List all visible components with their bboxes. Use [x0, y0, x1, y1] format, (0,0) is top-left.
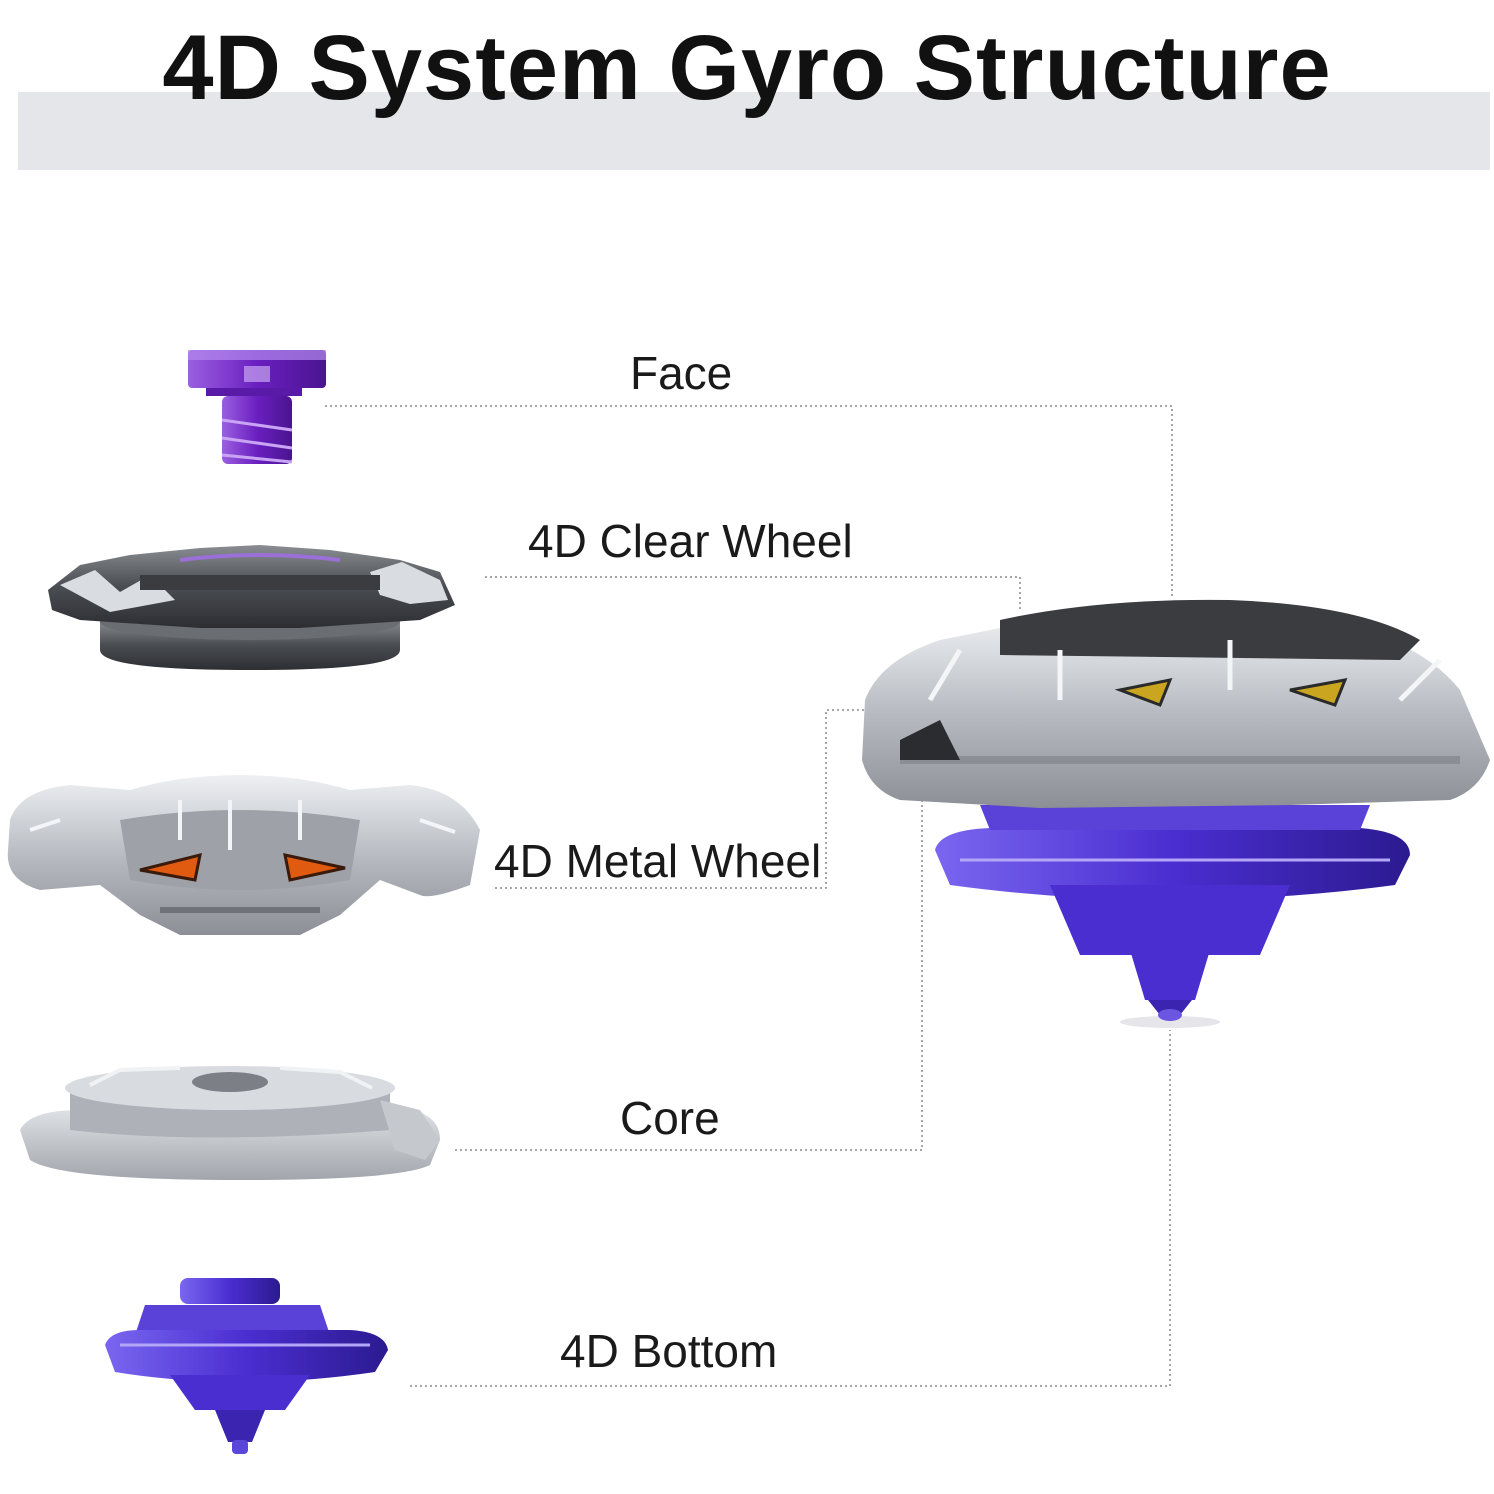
label-bottom: 4D Bottom — [560, 1325, 778, 1377]
leader-line-face — [325, 405, 1173, 598]
core-ring-icon — [20, 1066, 440, 1180]
page-title: 4D System Gyro Structure — [162, 17, 1332, 119]
label-face: Face — [630, 347, 733, 399]
metal-wheel-icon — [7, 775, 481, 935]
title-bar — [18, 92, 1490, 170]
label-metal-wheel: 4D Metal Wheel — [494, 835, 822, 887]
leader-line-clear-wheel — [485, 576, 1021, 612]
assembled-top-icon — [862, 599, 1490, 1028]
leader-lines — [325, 405, 1173, 1387]
face-bolt-icon — [188, 350, 326, 464]
label-clear-wheel: 4D Clear Wheel — [528, 515, 853, 567]
bottom-tip-icon — [105, 1278, 388, 1454]
leader-line-metal-wheel — [495, 709, 895, 889]
leader-line-core — [455, 792, 923, 1151]
leader-line-bottom — [410, 1030, 1171, 1387]
label-core: Core — [620, 1092, 720, 1144]
clear-wheel-icon — [48, 545, 455, 670]
